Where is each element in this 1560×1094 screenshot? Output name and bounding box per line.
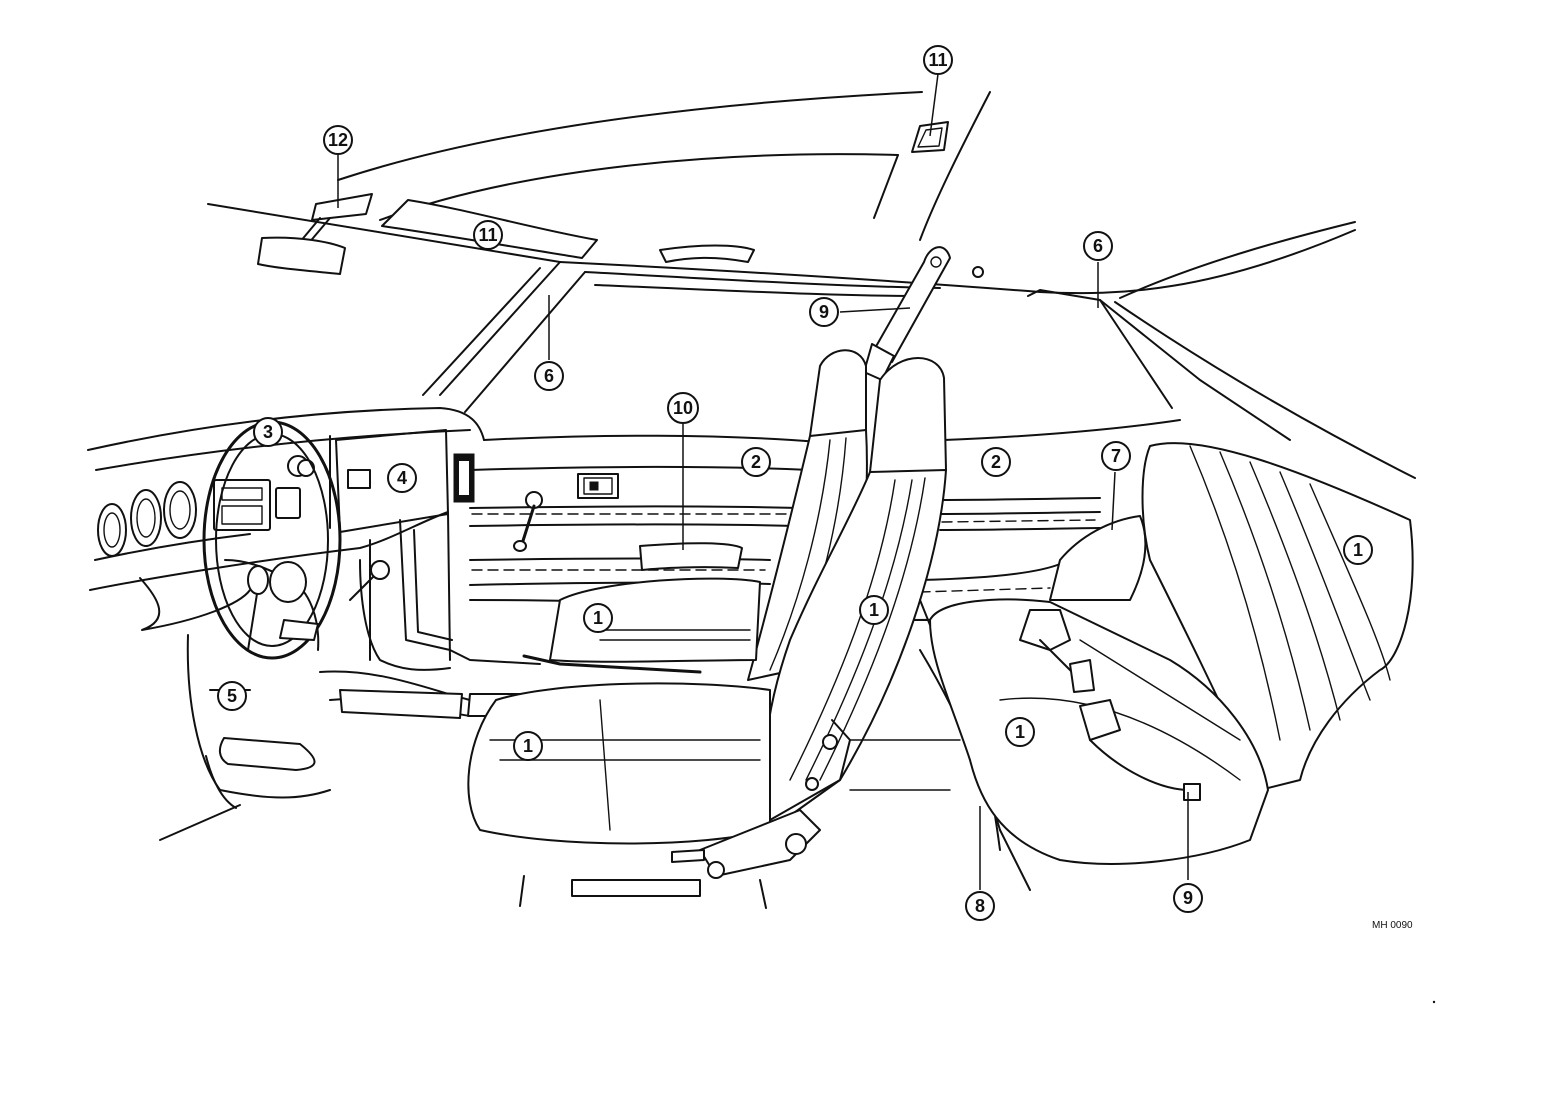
callout-2-rear-trim: 2 xyxy=(981,447,1011,477)
svg-text:1: 1 xyxy=(1015,722,1025,742)
callout-3-steering: 3 xyxy=(253,417,283,447)
callout-1-rear-back: 1 xyxy=(1343,535,1373,565)
svg-text:2: 2 xyxy=(991,452,1001,472)
center-console xyxy=(319,539,521,719)
drawing-code-label: MH 0090 xyxy=(1372,920,1413,931)
svg-text:6: 6 xyxy=(1093,236,1103,256)
front-door-trim xyxy=(399,434,821,665)
callout-2-front-door: 2 xyxy=(741,447,771,477)
svg-text:8: 8 xyxy=(975,896,985,916)
svg-text:4: 4 xyxy=(397,468,407,488)
callout-11-sun-visor: 11 xyxy=(473,220,503,250)
svg-text:9: 9 xyxy=(1183,888,1193,908)
callout-12-mirror: 12 xyxy=(323,125,353,155)
svg-text:7: 7 xyxy=(1111,446,1121,466)
front-driver-seat xyxy=(467,357,947,909)
callout-1-driver-back: 1 xyxy=(859,595,889,625)
rear-quarter-trim xyxy=(909,419,1181,621)
roof-lamp-part xyxy=(911,121,949,153)
rear-pillar xyxy=(972,266,1173,409)
svg-text:1: 1 xyxy=(869,600,879,620)
rear-seat xyxy=(929,442,1414,865)
svg-text:10: 10 xyxy=(673,398,693,418)
rear-view-mirror xyxy=(257,193,373,275)
svg-text:2: 2 xyxy=(751,452,761,472)
callout-1-driver-cushion: 1 xyxy=(513,731,543,761)
svg-text:11: 11 xyxy=(928,50,947,70)
svg-text:9: 9 xyxy=(819,302,829,322)
callout-1-rear-cushion: 1 xyxy=(1005,717,1035,747)
callout-10-armrest: 10 xyxy=(667,392,699,424)
svg-text:1: 1 xyxy=(1353,540,1363,560)
svg-text:3: 3 xyxy=(263,422,273,442)
callout-11-roof-lamp: 11 xyxy=(923,45,953,75)
callout-5-lower-panel: 5 xyxy=(217,681,247,711)
svg-text:12: 12 xyxy=(328,130,348,150)
callout-9-rear-belt: 9 xyxy=(1173,883,1203,913)
roof-headliner xyxy=(207,91,1416,479)
steering-wheel-part xyxy=(202,420,390,660)
callout-6-front-pillar: 6 xyxy=(534,361,564,391)
callout-9-front-belt: 9 xyxy=(809,297,839,327)
svg-text:11: 11 xyxy=(478,225,497,245)
svg-text:6: 6 xyxy=(544,366,554,386)
callout-7-quarter: 7 xyxy=(1101,441,1131,471)
callout-markers: 12 11 11 6 6 9 10 3 xyxy=(217,45,1373,921)
svg-text:1: 1 xyxy=(593,608,603,628)
assist-grip xyxy=(659,244,755,263)
svg-text:5: 5 xyxy=(227,686,237,706)
leader-lines xyxy=(337,73,1189,890)
callout-1-passenger-cushion: 1 xyxy=(583,603,613,633)
windshield-frame xyxy=(422,261,941,413)
svg-text:1: 1 xyxy=(523,736,533,756)
callout-4-instrument: 4 xyxy=(387,463,417,493)
callout-6-rear-pillar: 6 xyxy=(1083,231,1113,261)
callout-8-carpet: 8 xyxy=(965,891,995,921)
